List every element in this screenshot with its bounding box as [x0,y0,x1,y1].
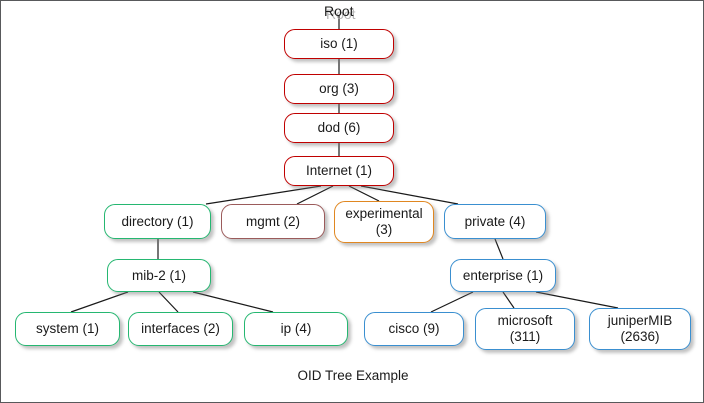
node-label-iso: iso (1) [320,36,358,52]
node-ip[interactable]: ip (4) [244,312,348,346]
node-dod[interactable]: dod (6) [284,113,394,143]
edge-enterprise-to-juniper [535,291,619,309]
node-label-experimental: experimental (3) [345,206,423,237]
node-label-juniper: juniperMIB (2636) [607,313,673,344]
node-enterprise[interactable]: enterprise (1) [450,259,556,292]
diagram-caption: OID Tree Example [297,368,409,383]
node-label-ip: ip (4) [280,321,312,337]
edge-internet-to-experimental [348,185,380,202]
edge-mib2-to-system [70,291,129,313]
node-label-enterprise: enterprise (1) [462,267,544,283]
node-iso[interactable]: iso (1) [284,29,394,59]
node-interfaces[interactable]: interfaces (2) [128,312,233,346]
node-label-mgmt: mgmt (2) [246,213,300,229]
node-system[interactable]: system (1) [15,312,120,346]
node-label-interfaces: interfaces (2) [141,321,220,337]
node-juniper[interactable]: juniperMIB (2636) [589,308,691,350]
node-label-cisco: cisco (9) [388,321,440,337]
edge-mib2-to-ip [192,291,274,313]
node-label-dod: dod (6) [317,120,361,136]
node-private[interactable]: private (4) [444,204,546,239]
edge-private-to-enterprise [494,238,504,260]
node-label-microsoft: microsoft (311) [497,313,553,344]
node-label-org: org (3) [319,81,359,97]
node-directory[interactable]: directory (1) [104,204,211,239]
edge-enterprise-to-microsoft [502,291,515,309]
edge-enterprise-to-cisco [430,291,474,313]
edge-mib2-to-interfaces [158,291,179,313]
node-internet[interactable]: Internet (1) [284,156,394,186]
node-label-private: private (4) [464,213,526,229]
node-mib2[interactable]: mib-2 (1) [107,259,211,292]
node-cisco[interactable]: cisco (9) [364,312,464,346]
node-org[interactable]: org (3) [284,74,394,104]
node-label-mib2: mib-2 (1) [131,267,186,283]
node-label-system: system (1) [35,321,99,337]
node-microsoft[interactable]: microsoft (311) [475,308,575,350]
node-mgmt[interactable]: mgmt (2) [221,204,325,239]
edge-internet-to-mgmt [296,185,334,205]
edge-internet-to-directory [205,185,322,205]
root-label: Root [324,3,354,19]
node-label-internet: Internet (1) [305,163,373,179]
node-experimental[interactable]: experimental (3) [334,201,434,243]
node-label-directory: directory (1) [121,213,194,229]
